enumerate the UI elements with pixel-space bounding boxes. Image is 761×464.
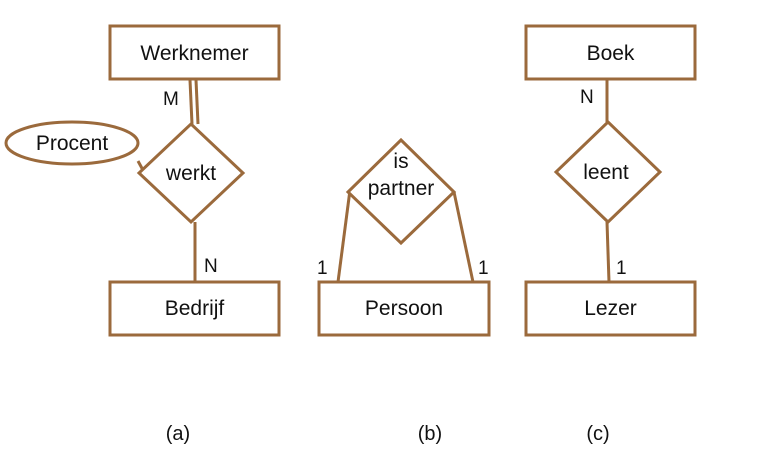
cardinality-c-bottom: 1 [616, 258, 627, 279]
cardinality-a-bottom: N [204, 256, 218, 277]
entity-lezer [524, 280, 697, 337]
diagram-b: is partner Persoon 1 1 (b) [317, 137, 491, 445]
caption-c: (c) [586, 423, 609, 445]
entity-persoon-label: Persoon [365, 297, 443, 320]
relationship-is-partner [345, 137, 457, 246]
cardinality-a-top: M [163, 89, 179, 110]
a-total-participation-line-2 [194, 79, 200, 125]
relationship-is-partner-label-line1: is [393, 150, 408, 173]
cardinality-b-right: 1 [478, 258, 489, 279]
caption-b: (b) [418, 423, 442, 445]
cardinality-b-left: 1 [317, 258, 328, 279]
relationship-werkt [136, 121, 246, 225]
entity-werknemer [108, 24, 281, 81]
entity-persoon [317, 280, 491, 337]
attribute-procent [4, 120, 140, 166]
entity-boek-label: Boek [587, 42, 635, 65]
entity-lezer-label: Lezer [584, 297, 637, 320]
entity-boek [524, 24, 697, 81]
c-bottom-connector-line [605, 221, 611, 283]
relationship-is-partner-label-line2: partner [368, 177, 435, 200]
b-right-connector-line [452, 191, 475, 283]
diagram-a: Werknemer werkt Procent Bedrijf M N (a) [4, 24, 281, 445]
entity-bedrijf-label: Bedrijf [165, 297, 225, 320]
diagram-c: Boek leent Lezer N 1 (c) [524, 24, 697, 445]
relationship-werkt-label: werkt [165, 162, 216, 185]
b-left-connector-line [336, 189, 352, 283]
entity-bedrijf [108, 280, 281, 337]
attribute-procent-label: Procent [36, 132, 109, 155]
caption-a: (a) [166, 423, 190, 445]
relationship-leent-label: leent [583, 161, 629, 184]
cardinality-c-top: N [580, 87, 594, 108]
relationship-leent [553, 119, 663, 225]
entity-werknemer-label: Werknemer [140, 42, 248, 65]
a-total-participation-line-1 [188, 79, 194, 125]
